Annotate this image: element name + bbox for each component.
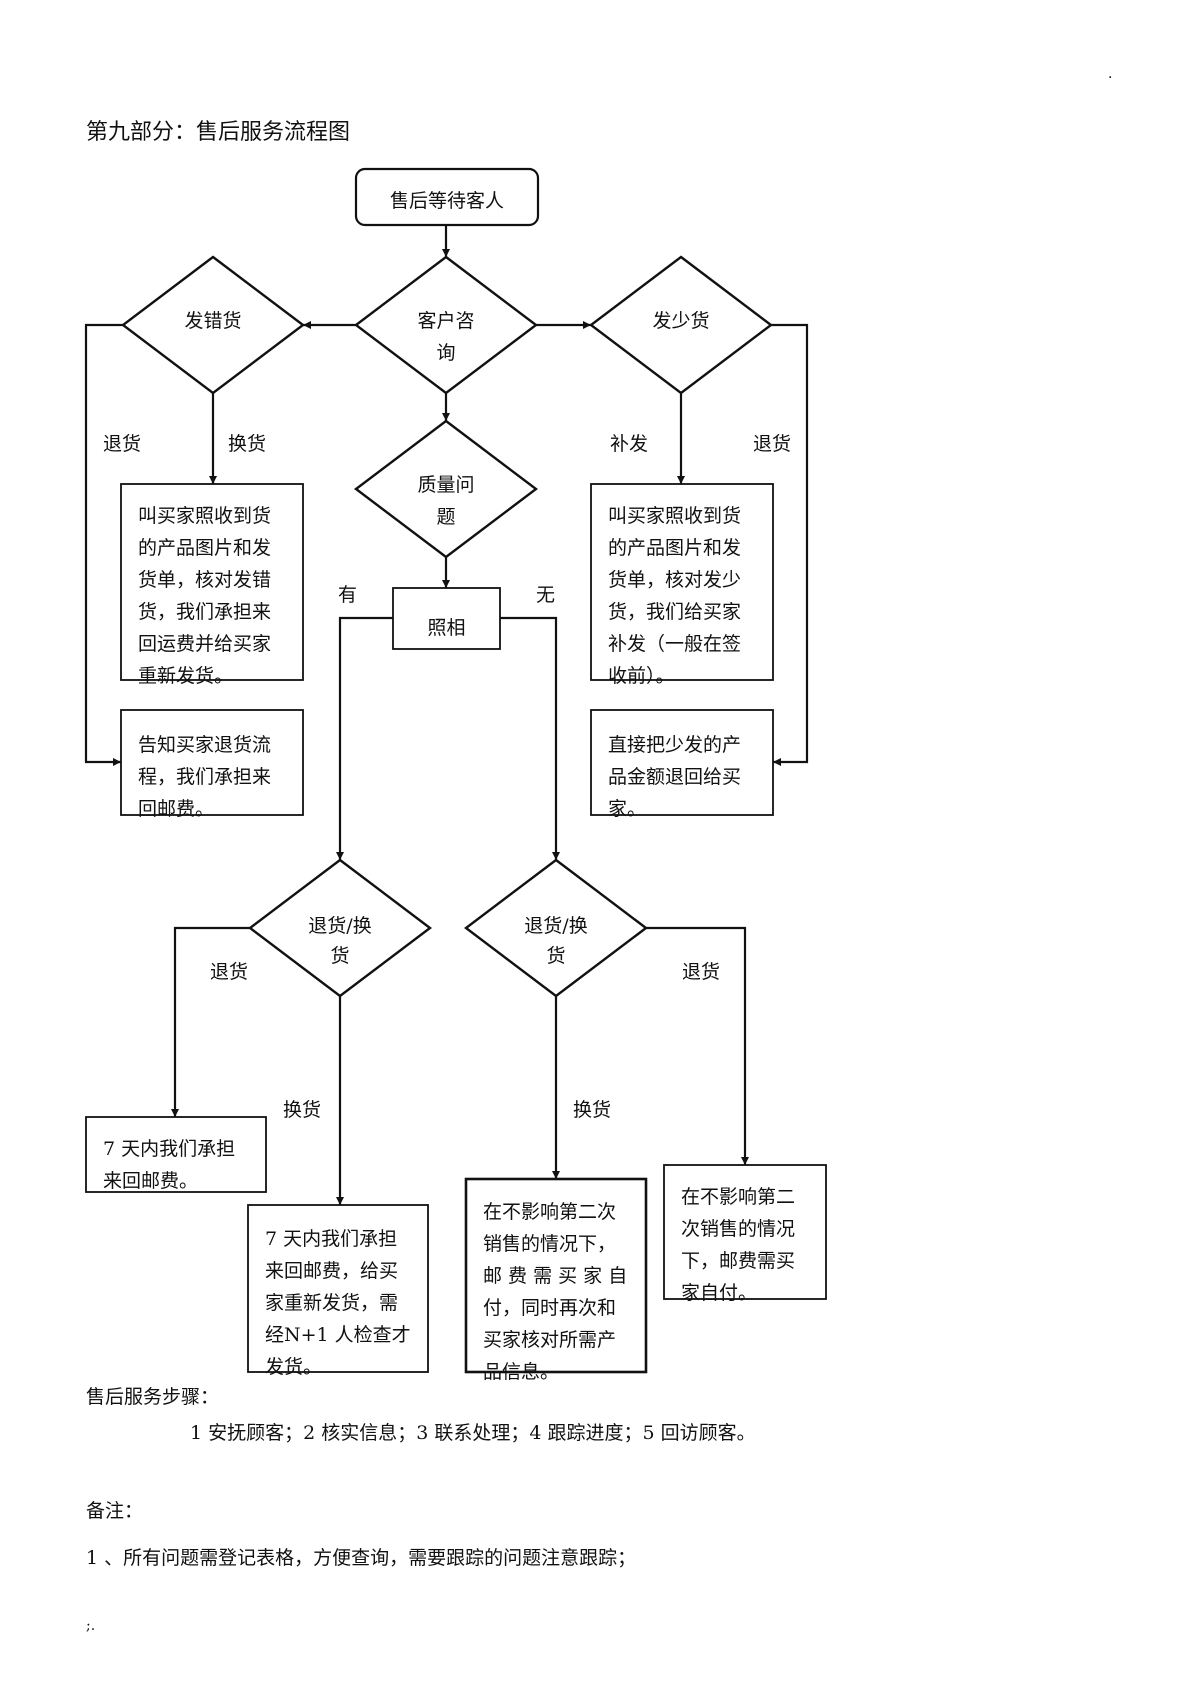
has-exchange-box-box	[247, 1204, 429, 1373]
consult-label: 客户咨	[417, 310, 474, 332]
has-decision-label: 退货/换	[308, 915, 371, 937]
none-return-box-line: 在不影响第二	[681, 1186, 795, 1208]
has-exchange-box-line: 经N+1 人检查才	[265, 1324, 411, 1346]
short-goods-label: 发少货	[652, 310, 709, 332]
section-title: 第九部分：售后服务流程图	[86, 120, 351, 145]
none-exchange-box-box	[464, 1177, 648, 1374]
has-exchange-box-line: 发货。	[265, 1356, 322, 1378]
edge-label-wrong-exchange: 换货	[228, 433, 266, 455]
steps-heading: 售后服务步骤：	[86, 1386, 220, 1408]
short-resend-box-line: 补发（一般在签	[608, 633, 741, 655]
none-decision-label: 货	[546, 945, 565, 967]
has-exchange-box-line: 7 天内我们承担	[265, 1228, 397, 1250]
short-resend-box-line: 货，我们给买家	[608, 601, 741, 623]
none-exchange-box-line: 邮 费 需 买 家 自	[483, 1265, 627, 1287]
has-decision-label: 货	[330, 945, 349, 967]
none-return-box-line: 家自付。	[681, 1282, 757, 1304]
steps-list: 1 安抚顾客；2 核实信息；3 联系处理；4 跟踪进度；5 回访顾客。	[190, 1422, 756, 1444]
edge-label-short-return: 退货	[753, 433, 791, 455]
none-decision-label: 退货/换	[524, 915, 587, 937]
none-return-box-line: 下，邮费需买	[681, 1250, 795, 1272]
consult-label: 询	[436, 342, 455, 364]
footer-mark: ;.	[86, 1618, 96, 1634]
note-1: 1 、所有问题需登记表格，方便查询，需要跟踪的问题注意跟踪；	[86, 1547, 637, 1569]
edge-label-wrong-return: 退货	[103, 433, 141, 455]
wrong-goods-to-return-box-arrow	[84, 323, 123, 766]
none-exchange-box-line: 付，同时再次和	[483, 1297, 616, 1319]
start-label: 售后等待客人	[390, 190, 504, 212]
wrong-exchange-box-line: 叫买家照收到货	[138, 505, 271, 527]
short-resend-box-line: 收前）。	[608, 665, 675, 687]
has-decision-to-return-box-arrow	[171, 926, 250, 1117]
wrong-return-box-line: 告知买家退货流	[138, 734, 271, 756]
photo-to-none-decision-arrow	[500, 616, 560, 860]
short-resend-box-line: 叫买家照收到货	[608, 505, 741, 527]
has-exchange-box-line: 家重新发货，需	[265, 1292, 398, 1314]
none-return-box-box	[663, 1164, 827, 1300]
photo-label: 照相	[427, 617, 465, 639]
has-return-box-box	[85, 1116, 267, 1193]
wrong-exchange-box-line: 的产品图片和发	[138, 537, 271, 559]
has-return-box-line: 来回邮费。	[103, 1170, 198, 1192]
wrong-return-box-line: 回邮费。	[138, 798, 214, 820]
corner-mark: .	[1108, 66, 1113, 82]
none-exchange-box-line: 买家核对所需产	[483, 1329, 616, 1351]
short-refund-box-line: 品金额退回给买	[608, 766, 741, 788]
wrong-return-box-line: 程，我们承担来	[138, 766, 271, 788]
none-exchange-box-line: 品信息。	[483, 1361, 559, 1383]
photo-to-has-decision-arrow	[336, 616, 393, 860]
edge-label-has-exchange: 换货	[283, 1099, 321, 1121]
wrong-exchange-box-line: 回运费并给买家	[138, 633, 271, 655]
wrong-exchange-box-box	[120, 483, 304, 681]
quality-label: 质量问	[417, 474, 474, 496]
short-resend-box-box	[590, 483, 774, 681]
quality-label: 题	[436, 506, 455, 528]
none-return-box-line: 次销售的情况	[681, 1218, 795, 1240]
notes-heading: 备注：	[86, 1500, 144, 1522]
short-resend-box-line: 的产品图片和发	[608, 537, 741, 559]
wrong-goods-label: 发错货	[184, 310, 241, 332]
short-goods-to-refund-box-arrow	[771, 323, 809, 766]
none-exchange-box-line: 销售的情况下，	[483, 1233, 616, 1255]
has-return-box-line: 7 天内我们承担	[103, 1138, 235, 1160]
short-refund-box-line: 直接把少发的产	[608, 734, 741, 756]
edge-label-none-return: 退货	[682, 961, 720, 983]
edge-label-none-exchange: 换货	[573, 1099, 611, 1121]
short-resend-box-line: 货单，核对发少	[608, 569, 741, 591]
has-exchange-box-line: 来回邮费，给买	[265, 1260, 398, 1282]
none-decision-to-return-box-arrow	[646, 926, 749, 1165]
edge-label-none: 无	[536, 584, 555, 606]
edge-label-short-resend: 补发	[610, 433, 648, 455]
wrong-exchange-box-line: 货单，核对发错	[138, 569, 271, 591]
edge-label-has: 有	[338, 584, 357, 606]
wrong-exchange-box-line: 重新发货。	[138, 665, 233, 687]
wrong-exchange-box-line: 货，我们承担来	[138, 601, 271, 623]
none-exchange-box-line: 在不影响第二次	[483, 1201, 616, 1223]
short-refund-box-line: 家。	[608, 798, 646, 820]
edge-label-has-return: 退货	[210, 961, 248, 983]
